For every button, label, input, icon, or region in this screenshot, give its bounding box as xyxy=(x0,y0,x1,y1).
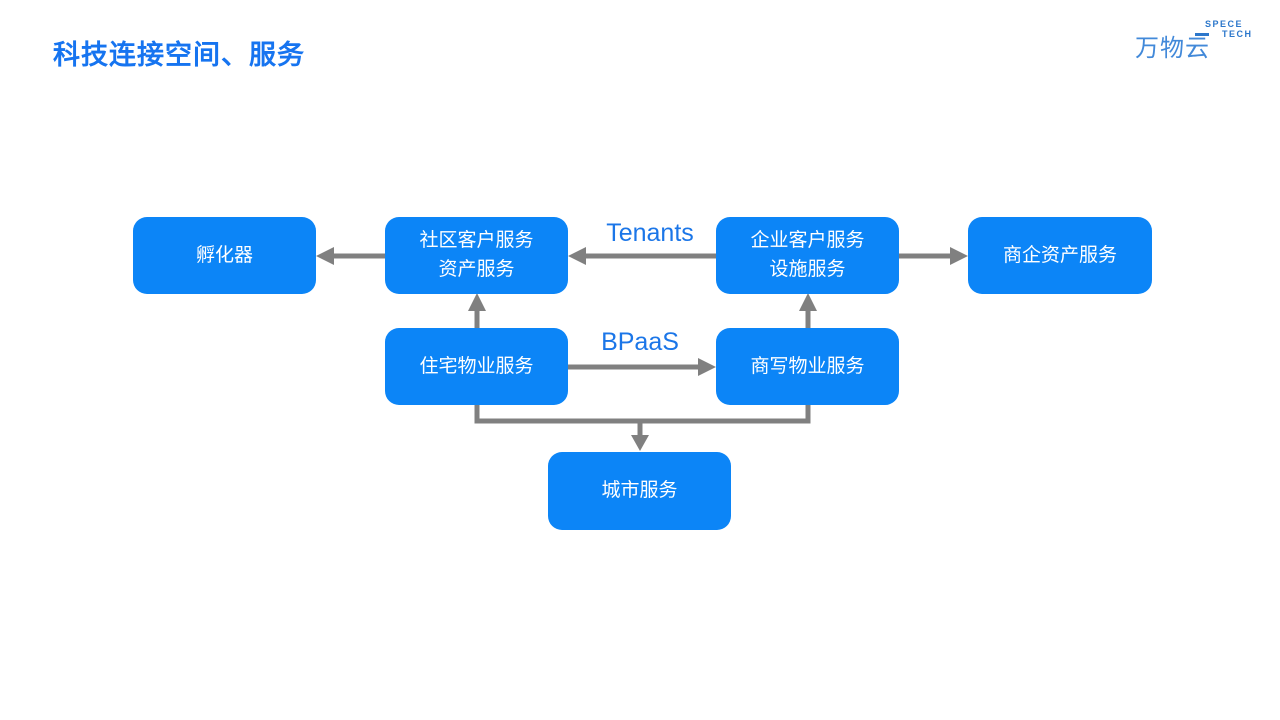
node-commercial-asset-label: 商企资产服务 xyxy=(1002,244,1117,266)
node-incubator: 孵化器 xyxy=(133,217,316,294)
node-enterprise-line2: 设施服务 xyxy=(769,259,846,280)
node-enterprise-line1: 企业客户服务 xyxy=(750,230,865,252)
page-title: 科技连接空间、服务 xyxy=(53,40,305,70)
brand-logo: 万物云 SPECE TECH xyxy=(1128,16,1273,68)
node-residential-property-services: 住宅物业服务 xyxy=(385,328,568,405)
arrow-office-to-enterprise xyxy=(799,293,817,328)
node-community-line1: 社区客户服务 xyxy=(419,230,534,252)
node-city-label: 城市服务 xyxy=(601,480,678,502)
node-incubator-label: 孵化器 xyxy=(195,244,253,266)
arrow-residential-to-office xyxy=(568,358,716,376)
arrow-enterprise-to-commercial-asset xyxy=(899,247,968,265)
node-community-services: 社区客户服务 资产服务 xyxy=(385,217,568,294)
node-commercial-asset-services: 商企资产服务 xyxy=(968,217,1152,294)
node-residential-label: 住宅物业服务 xyxy=(419,355,534,377)
edge-label-tenants: Tenants xyxy=(606,219,694,247)
arrow-merge-to-city xyxy=(474,405,811,451)
arrow-community-to-incubator xyxy=(316,247,385,265)
logo-tagline-line2: TECH xyxy=(1222,29,1253,39)
node-commercial-office-property-services: 商写物业服务 xyxy=(716,328,899,405)
node-commercial-office-label: 商写物业服务 xyxy=(750,355,865,377)
node-community-line2: 资产服务 xyxy=(438,259,515,280)
arrow-enterprise-to-community xyxy=(568,247,716,265)
edge-label-bpaas: BPaaS xyxy=(601,328,679,356)
node-enterprise-services: 企业客户服务 设施服务 xyxy=(716,217,899,294)
logo-dash-icon xyxy=(1195,33,1209,36)
node-city-services: 城市服务 xyxy=(548,452,731,530)
logo-tagline-line1: SPECE xyxy=(1205,19,1244,29)
logo-wordmark: 万物云 xyxy=(1135,35,1210,62)
arrow-residential-to-community xyxy=(468,293,486,328)
